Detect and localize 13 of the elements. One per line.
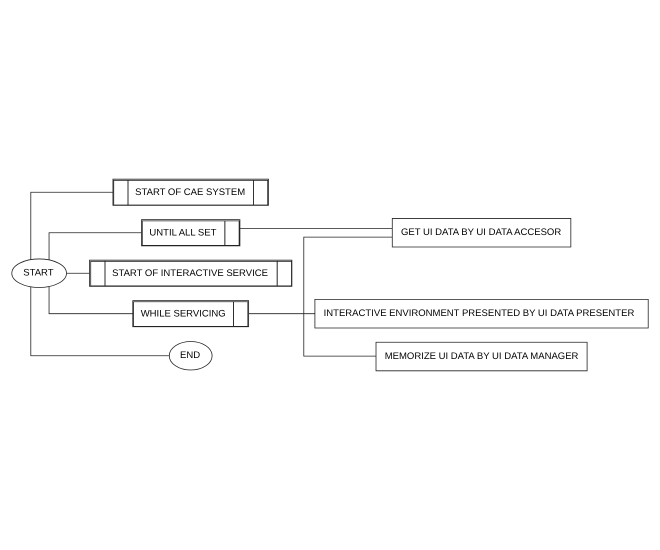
node-ellipse: START [11, 258, 67, 288]
connector [240, 228, 393, 229]
node-box: INTERACTIVE ENVIRONMENT PRESENTED BY UI DATA PRESENTER [314, 299, 649, 328]
node-box: MEMORIZE UI DATA BY UI DATA MANAGER [376, 342, 588, 372]
node-box: GET UI DATA BY UI DATA ACCESOR [392, 218, 572, 248]
node-ellipse: END [168, 341, 213, 370]
connector [30, 192, 114, 260]
connector [30, 286, 170, 356]
connector [48, 286, 134, 314]
connector [248, 313, 316, 314]
connector [48, 232, 142, 260]
connector [66, 272, 90, 274]
connector [303, 236, 393, 357]
